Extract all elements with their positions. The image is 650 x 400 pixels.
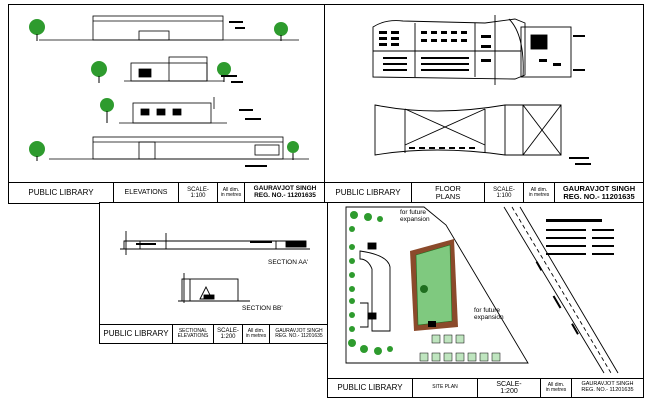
drawing-title: FLOOR PLANS <box>412 183 485 203</box>
elevation-rear <box>119 97 227 124</box>
site-boundary <box>345 206 619 374</box>
floor-plans-drawing <box>372 15 591 165</box>
dimension-units: All dim. in metres <box>541 379 572 397</box>
sheet-sections: SECTION AA' SECTION BB' PUBLIC LIBRARY S… <box>99 202 329 344</box>
author-info: GAURAVJOT SINGH REG. NO.- 11201635 <box>253 185 317 199</box>
author-info: GAURAVJOT SINGH REG. NO.- 11201635 <box>275 327 323 339</box>
tree-icon <box>29 19 288 41</box>
section-bb <box>178 273 250 303</box>
sections-drawing <box>120 231 310 303</box>
author-info: GAURAVJOT SINGH REG. NO.- 11201635 <box>562 184 636 201</box>
first-floor-plan <box>374 104 562 156</box>
title-block-sections: PUBLIC LIBRARY SECTIONAL ELEVATIONS SCAL… <box>100 324 328 343</box>
tree-icon <box>91 61 231 83</box>
drawing-scale: SCALE- 1:100 <box>485 183 524 203</box>
future-expansion-note-right: for future expansion <box>474 307 504 322</box>
dimension-marks <box>221 21 267 167</box>
future-expansion-note-top: for future expansion <box>400 209 430 224</box>
lawn-area <box>410 239 458 331</box>
tree-icon <box>348 211 393 355</box>
tree-icon <box>29 141 299 161</box>
ground-floor-plan <box>372 15 572 85</box>
title-block-site-plan: PUBLIC LIBRARY SITE PLAN SCALE- 1:200 Al… <box>328 378 643 397</box>
road-markings <box>535 219 614 335</box>
dimension-marks <box>136 241 272 245</box>
project-name: PUBLIC LIBRARY <box>9 183 114 203</box>
tree-icon <box>100 98 114 123</box>
drawing-scale: SCALE- 1:100 <box>179 183 218 203</box>
author-info: GAURAVJOT SINGH REG. NO.- 11201635 <box>581 381 634 393</box>
sheet-elevations: PUBLIC LIBRARY ELEVATIONS SCALE- 1:100 A… <box>8 4 326 204</box>
drawing-title: ELEVATIONS <box>114 183 179 203</box>
building-footprint <box>359 242 391 332</box>
furniture-hatching <box>379 31 585 71</box>
elevation-long <box>49 136 309 160</box>
project-name: PUBLIC LIBRARY <box>100 325 173 343</box>
elevation-side <box>124 56 224 82</box>
project-name: PUBLIC LIBRARY <box>328 379 413 397</box>
first-floor-furniture <box>409 147 591 165</box>
sheet-site-plan: for future expansion for future expansio… <box>327 202 644 398</box>
section-bb-label: SECTION BB' <box>242 305 283 312</box>
title-block-elevations: PUBLIC LIBRARY ELEVATIONS SCALE- 1:100 A… <box>9 182 325 203</box>
dimension-units: All dim. in metres <box>218 183 245 203</box>
title-block-floor-plans: PUBLIC LIBRARY FLOOR PLANS SCALE- 1:100 … <box>325 182 643 203</box>
section-aa <box>120 231 310 255</box>
site-plan-drawing <box>345 206 619 374</box>
sheet-floor-plans: PUBLIC LIBRARY FLOOR PLANS SCALE- 1:100 … <box>324 4 644 204</box>
dimension-units: All dim. in metres <box>524 183 555 203</box>
elevation-front <box>39 15 299 41</box>
elevations-drawing <box>29 15 309 167</box>
project-name: PUBLIC LIBRARY <box>325 183 412 203</box>
drawing-title: SECTIONAL ELEVATIONS <box>173 325 214 343</box>
dimension-units: All dim. in metres <box>243 325 270 343</box>
parking-bays <box>419 334 501 362</box>
section-aa-label: SECTION AA' <box>268 259 309 266</box>
drawing-title: SITE PLAN <box>413 379 478 397</box>
drawing-scale: SCALE- 1:200 <box>214 325 243 343</box>
drawing-scale: SCALE- 1:200 <box>478 379 541 397</box>
